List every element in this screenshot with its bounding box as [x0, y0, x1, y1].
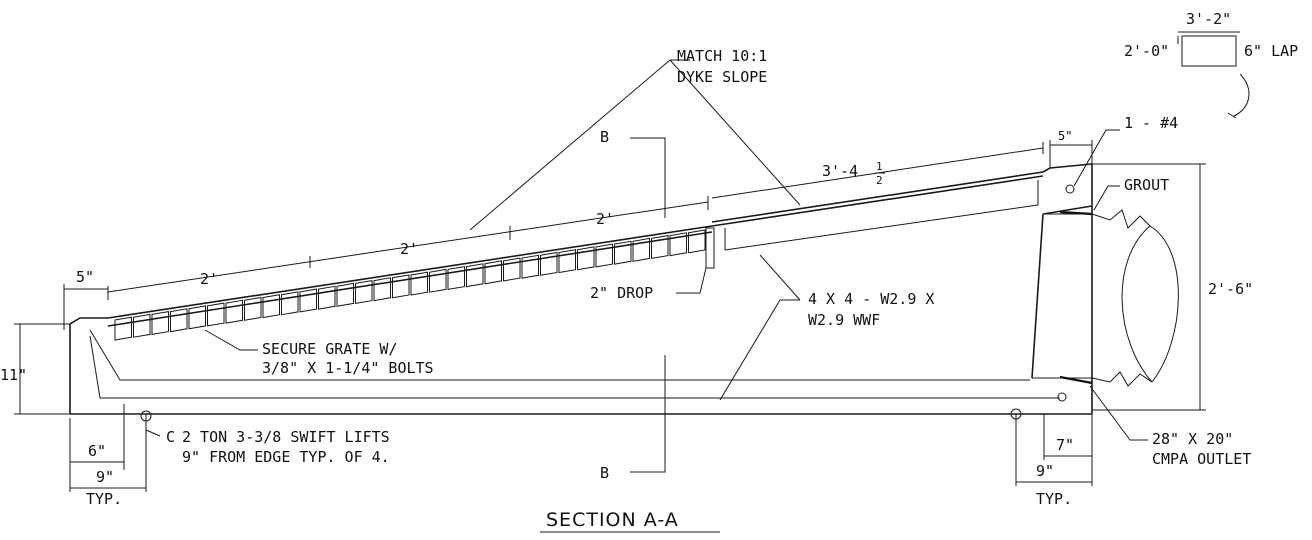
- half-numerator: 1: [876, 160, 883, 173]
- lifts-note-line1: 2 TON 3-3/8 SWIFT LIFTS: [182, 428, 390, 446]
- outlet-line1: 28" X 20": [1152, 430, 1233, 448]
- lifts-note-line2: 9" FROM EDGE TYP. OF 4.: [182, 448, 390, 466]
- grate-block: [521, 254, 539, 279]
- grate-note-line2: 3/8" X 1-1/4" BOLTS: [262, 359, 434, 377]
- outlet-line2: CMPA OUTLET: [1152, 450, 1251, 468]
- grate-block: [614, 240, 632, 265]
- grate-block: [410, 271, 428, 296]
- dim-6: 6": [88, 442, 106, 460]
- dimensions: [14, 31, 1250, 533]
- section-b-top: B: [600, 128, 609, 146]
- grate-block: [170, 308, 188, 333]
- wwf-line1: 4 X 4 - W2.9 X: [808, 290, 934, 308]
- grate-block: [632, 237, 650, 262]
- grate: [114, 229, 706, 341]
- grate-block: [318, 285, 336, 310]
- typ-right: TYP.: [1036, 490, 1072, 508]
- grate-block: [392, 274, 410, 299]
- grate-block: [133, 313, 151, 338]
- grate-block: [225, 299, 243, 324]
- match-slope-line1: MATCH 10:1: [677, 47, 767, 65]
- typ-left: TYP.: [86, 490, 122, 508]
- grate-block: [688, 229, 706, 254]
- grate-block: [151, 311, 169, 335]
- drop-step: [705, 227, 715, 269]
- grate-block: [503, 257, 521, 282]
- grate-block: [669, 232, 687, 257]
- height-2-6: 2'-6": [1208, 280, 1253, 298]
- grate-block: [336, 282, 354, 307]
- grate-block: [484, 260, 502, 285]
- centerline-mark: C: [166, 428, 175, 446]
- dim-2-right: 2': [596, 210, 614, 228]
- drop-label: 2" DROP: [590, 284, 653, 302]
- grate-block: [207, 302, 225, 327]
- grate-block: [447, 266, 465, 290]
- wwf-reinforcement: [89, 180, 1075, 402]
- grate-block: [355, 280, 373, 304]
- dim-3-4-half: 3'-4: [822, 162, 858, 180]
- grate-block: [114, 316, 132, 341]
- lap-note: 6" LAP: [1244, 42, 1298, 60]
- section-b-bottom: B: [600, 464, 609, 482]
- dim-9-right: 9": [1036, 462, 1054, 480]
- grate-block: [540, 251, 558, 276]
- grout-label: GROUT: [1124, 176, 1169, 194]
- lap-height-label: 2'-0": [1124, 42, 1169, 60]
- half-denominator: 2: [876, 174, 883, 187]
- grate-block: [595, 243, 613, 268]
- slab-outline: [69, 163, 1093, 415]
- dim-2-left: 2': [200, 270, 218, 288]
- dim-9-left: 9": [96, 468, 114, 486]
- grate-block: [373, 277, 391, 302]
- match-slope-line2: DYKE SLOPE: [677, 68, 767, 86]
- grate-note-line1: SECURE GRATE W/: [262, 340, 397, 358]
- grate-block: [299, 288, 317, 313]
- annotations: MATCH 10:1 DYKE SLOPE 3'-2" 2'-0" 6" LAP…: [0, 10, 1298, 531]
- wwf-line2: W2.9 WWF: [808, 311, 880, 329]
- cmpa-outlet: [1059, 209, 1179, 387]
- lap-width-label: 3'-2": [1186, 10, 1231, 28]
- dim-5-left: 5": [76, 268, 94, 286]
- dim-2-mid: 2': [400, 240, 418, 258]
- dim-7: 7": [1056, 436, 1074, 454]
- grate-block: [651, 235, 669, 259]
- grate-block: [281, 291, 299, 316]
- rebar-label: 1 - #4: [1124, 114, 1178, 132]
- grate-block: [577, 246, 595, 271]
- grate-block: [262, 294, 280, 319]
- grate-block: [466, 263, 484, 288]
- grate-block: [244, 296, 262, 321]
- grate-block: [558, 249, 576, 274]
- grate-block: [429, 268, 447, 293]
- dim-11: 11": [0, 366, 27, 384]
- dim-5-top: 5": [1058, 129, 1072, 143]
- grate-block: [188, 305, 206, 330]
- section-title: SECTION A-A: [546, 509, 679, 531]
